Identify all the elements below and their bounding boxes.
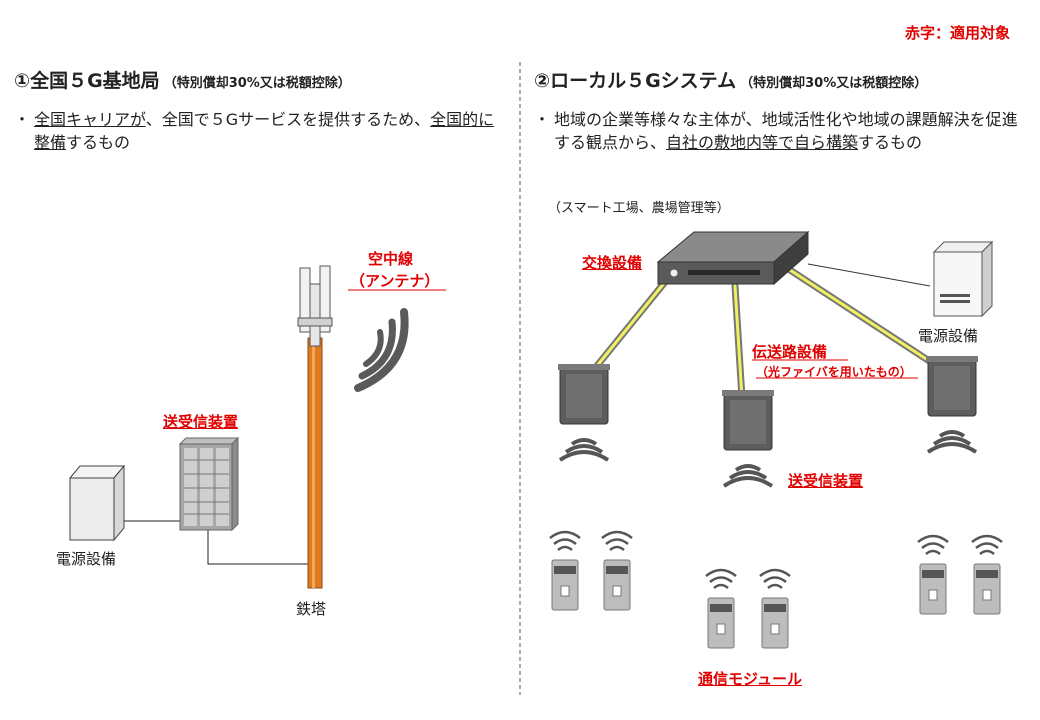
switch-power-cable [807,263,931,287]
left-desc-1: 全国キャリアが [34,110,146,129]
right-bullet: ・ [534,110,551,129]
communication-module-1 [549,530,581,611]
left-tower-cable [207,530,308,565]
right-desc-1: 地域の企業等様々な主体が、地域活性化や地域の課題解決を促進する観点から、 [554,110,1018,152]
right-desc-3: するもの [858,133,923,152]
left-transceiver-icon [178,436,240,532]
legend-note: 赤字：適用対象 [905,24,1011,42]
line-sub-label: （光ファイバを用いたもの） [756,365,912,379]
fiber-lines [588,266,944,402]
left-description: ・ 全国キャリアが、全国で５Gサービスを提供するため、全国的に整備するもの [14,108,498,154]
left-section-title: ①全国５G基地局（特別償却30%又は税額控除） [14,66,351,93]
antenna-label-sub: （アンテナ） [350,272,440,290]
left-power-icon [68,464,126,542]
right-section-title: ②ローカル５Gシステム（特別償却30%又は税額控除） [534,66,927,93]
antenna-label: 空中線 [368,250,414,268]
switch-icon [656,230,810,286]
communication-module-4 [759,568,791,649]
left-bullet: ・ [14,110,31,129]
right-transceiver-label: 送受信装置 [788,472,864,490]
right-power-label: 電源設備 [918,327,979,345]
tower-label: 鉄塔 [296,600,327,618]
right-title-sub: （特別償却30%又は税額控除） [740,76,928,91]
communication-module-2 [601,530,633,611]
left-desc-2: 、全国で５Gサービスを提供するため、 [145,110,431,129]
communication-module-5 [917,534,949,615]
transceiver-unit-1 [558,364,610,462]
right-power-icon [932,240,994,318]
use-case-example: （スマート工場、農場管理等） [548,201,730,216]
switch-label: 交換設備 [582,254,643,272]
left-desc-3: 全国的に整備 [34,110,495,152]
left-transceiver-label: 送受信装置 [163,413,239,431]
transceiver-unit-2 [722,390,774,488]
line-label: 伝送路設備 [752,343,828,361]
communication-module-6 [971,534,1003,615]
right-desc-2: 自社の敷地内等で自ら構築 [666,133,859,152]
tower-pole [307,337,323,589]
module-label: 通信モジュール [698,670,802,688]
transceiver-unit-3 [926,356,978,454]
left-title-sub: （特別償却30%又は税額控除） [163,76,351,91]
module-group [549,530,1003,649]
right-title-main: ②ローカル５Gシステム [534,70,737,92]
right-description: ・ 地域の企業等様々な主体が、地域活性化や地域の課題解決を促進する観点から、自社… [534,108,1030,154]
left-power-label: 電源設備 [56,550,117,568]
left-desc-4: するもの [66,133,131,152]
communication-module-3 [705,568,737,649]
left-radio-wave-icon [354,308,409,392]
left-title-main: ①全国５G基地局 [14,70,160,92]
antenna-icon [297,265,333,347]
